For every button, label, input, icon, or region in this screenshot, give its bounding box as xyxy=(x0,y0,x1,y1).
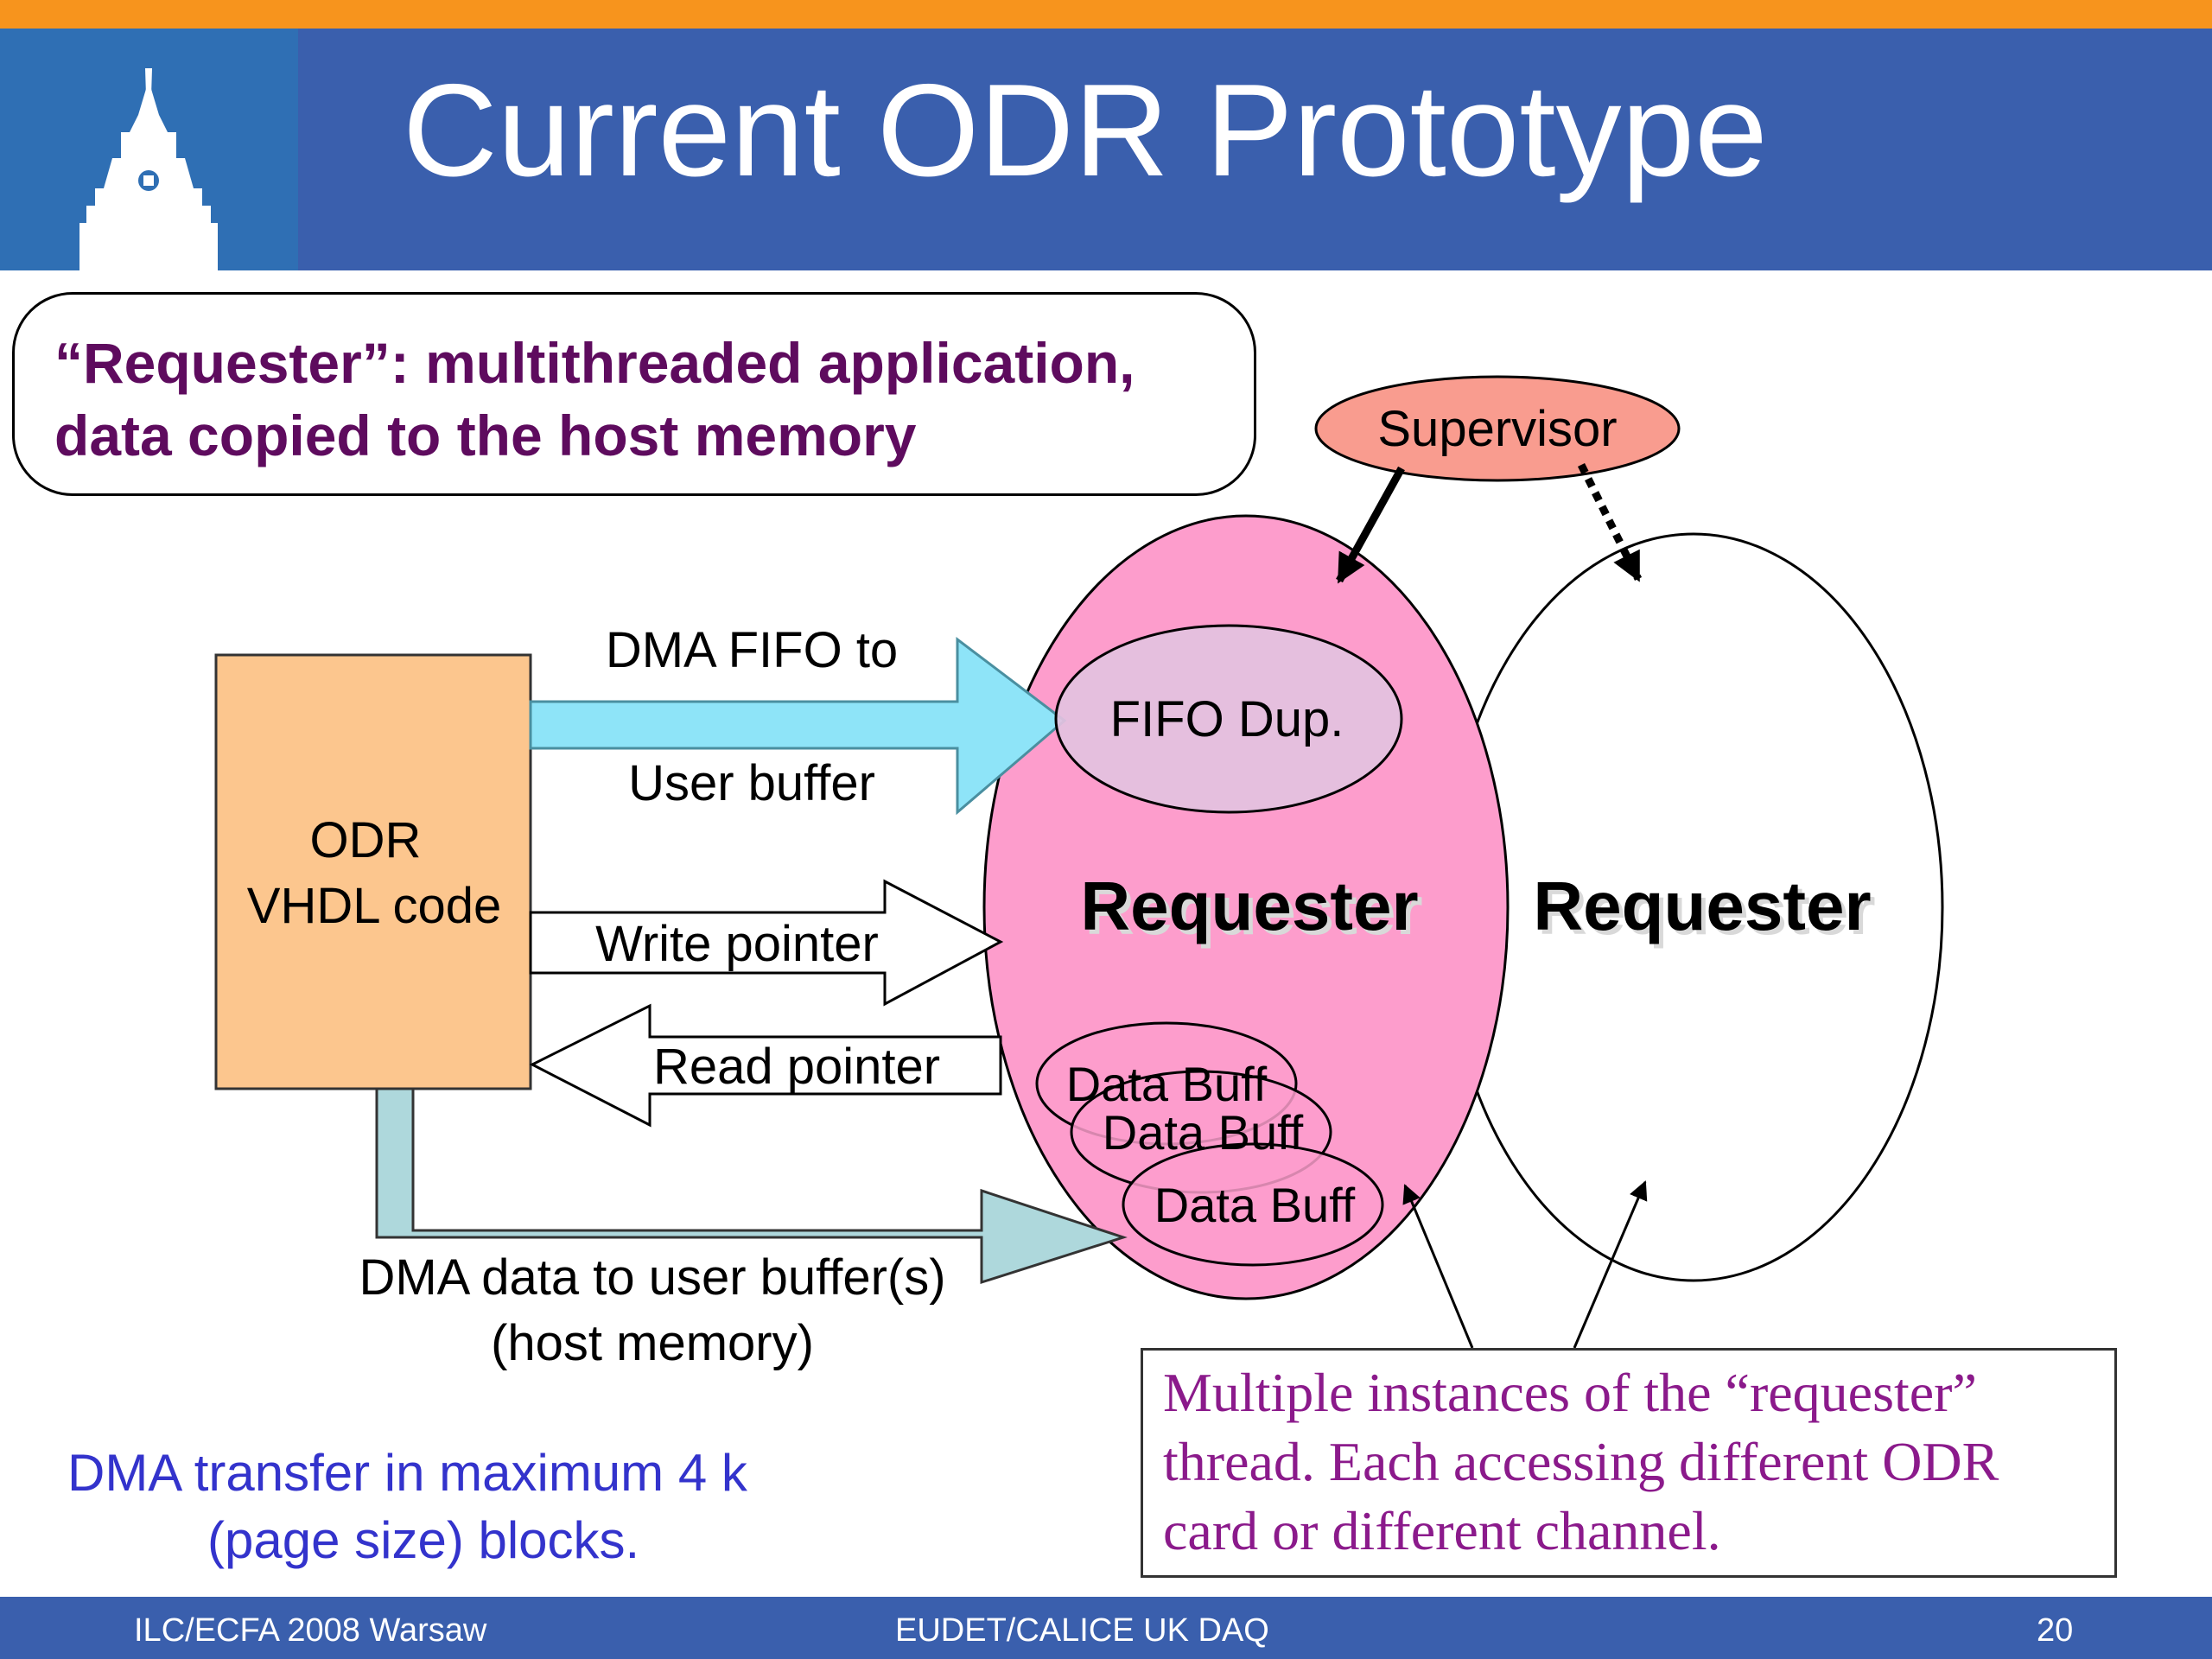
slide-footer xyxy=(0,1597,2212,1659)
note-line-2: thread. Each accessing different ODR xyxy=(1163,1431,1999,1492)
callout-box xyxy=(12,292,1256,496)
requester-second-label: Requester xyxy=(1533,868,1871,944)
note-line-3: card or different channel. xyxy=(1163,1500,1721,1561)
footer-left: ILC/ECFA 2008 Warsaw xyxy=(134,1612,487,1649)
odr-label-line-1: ODR xyxy=(310,812,422,868)
supervisor-dashed-arrow xyxy=(1577,462,1643,582)
write-pointer-arrow xyxy=(529,879,1004,1007)
slide-header xyxy=(0,29,2212,270)
castle-tower-logo-icon xyxy=(79,68,218,270)
dma-data-label-line-2: (host memory) xyxy=(491,1315,814,1371)
callout-line-2: data copied to the host memory xyxy=(54,404,917,467)
supervisor-ellipse xyxy=(1314,375,1681,482)
fifo-dup-ellipse xyxy=(1054,624,1403,814)
page-title: Current ODR Prototype xyxy=(403,57,1768,204)
dma-data-arrow xyxy=(375,1087,1128,1285)
odr-vhdl-box xyxy=(214,653,532,1090)
note-line-1: Multiple instances of the “requester” xyxy=(1163,1362,1977,1423)
dma-fifo-label-top: DMA FIFO to xyxy=(606,622,898,678)
dma-fifo-label-bottom: User buffer xyxy=(628,755,875,811)
fifo-dup-label: FIFO Dup. xyxy=(1110,691,1344,747)
top-accent-stripe xyxy=(0,0,2212,29)
dma-transfer-note: DMA transfer in maximum 4 k (page size) … xyxy=(67,1440,819,1574)
footer-center: EUDET/CALICE UK DAQ xyxy=(895,1612,1269,1649)
dma-fifo-arrow xyxy=(529,636,1067,816)
requester-main-label: Requester xyxy=(1080,868,1418,944)
callout-text: “Requester”: multithreaded application, … xyxy=(54,327,1135,472)
note-text: Multiple instances of the “requester” th… xyxy=(1163,1358,1999,1566)
note-arrow-to-second xyxy=(1573,1180,1648,1349)
data-buff-label-2: Data Buff xyxy=(1103,1105,1304,1160)
write-pointer-label: Write pointer xyxy=(595,916,879,972)
note-box xyxy=(1141,1348,2117,1578)
read-pointer-arrow xyxy=(529,1003,1002,1128)
data-buff-label-3: Data Buff xyxy=(1154,1178,1356,1232)
data-buff-label-1: Data Buff xyxy=(1066,1057,1268,1111)
requester-second-shadow: Requester xyxy=(1537,872,1875,949)
supervisor-solid-arrow xyxy=(1336,466,1405,584)
odr-label-line-2: VHDL code xyxy=(247,878,501,934)
read-pointer-label: Read pointer xyxy=(653,1039,940,1095)
note-arrow-to-main xyxy=(1402,1184,1474,1349)
dma-note-line-1: DMA transfer in maximum 4 k xyxy=(67,1444,747,1502)
logo-panel xyxy=(0,29,298,270)
supervisor-label: Supervisor xyxy=(1377,401,1617,457)
data-buff-ellipse-3 xyxy=(1122,1142,1384,1267)
callout-line-1: “Requester”: multithreaded application, xyxy=(54,331,1135,395)
requester-main-shadow: Requester xyxy=(1084,872,1422,949)
dma-data-label-line-1: DMA data to user buffer(s) xyxy=(359,1249,945,1306)
dma-note-line-2: (page size) blocks. xyxy=(207,1511,640,1569)
page-number: 20 xyxy=(2037,1612,2074,1649)
